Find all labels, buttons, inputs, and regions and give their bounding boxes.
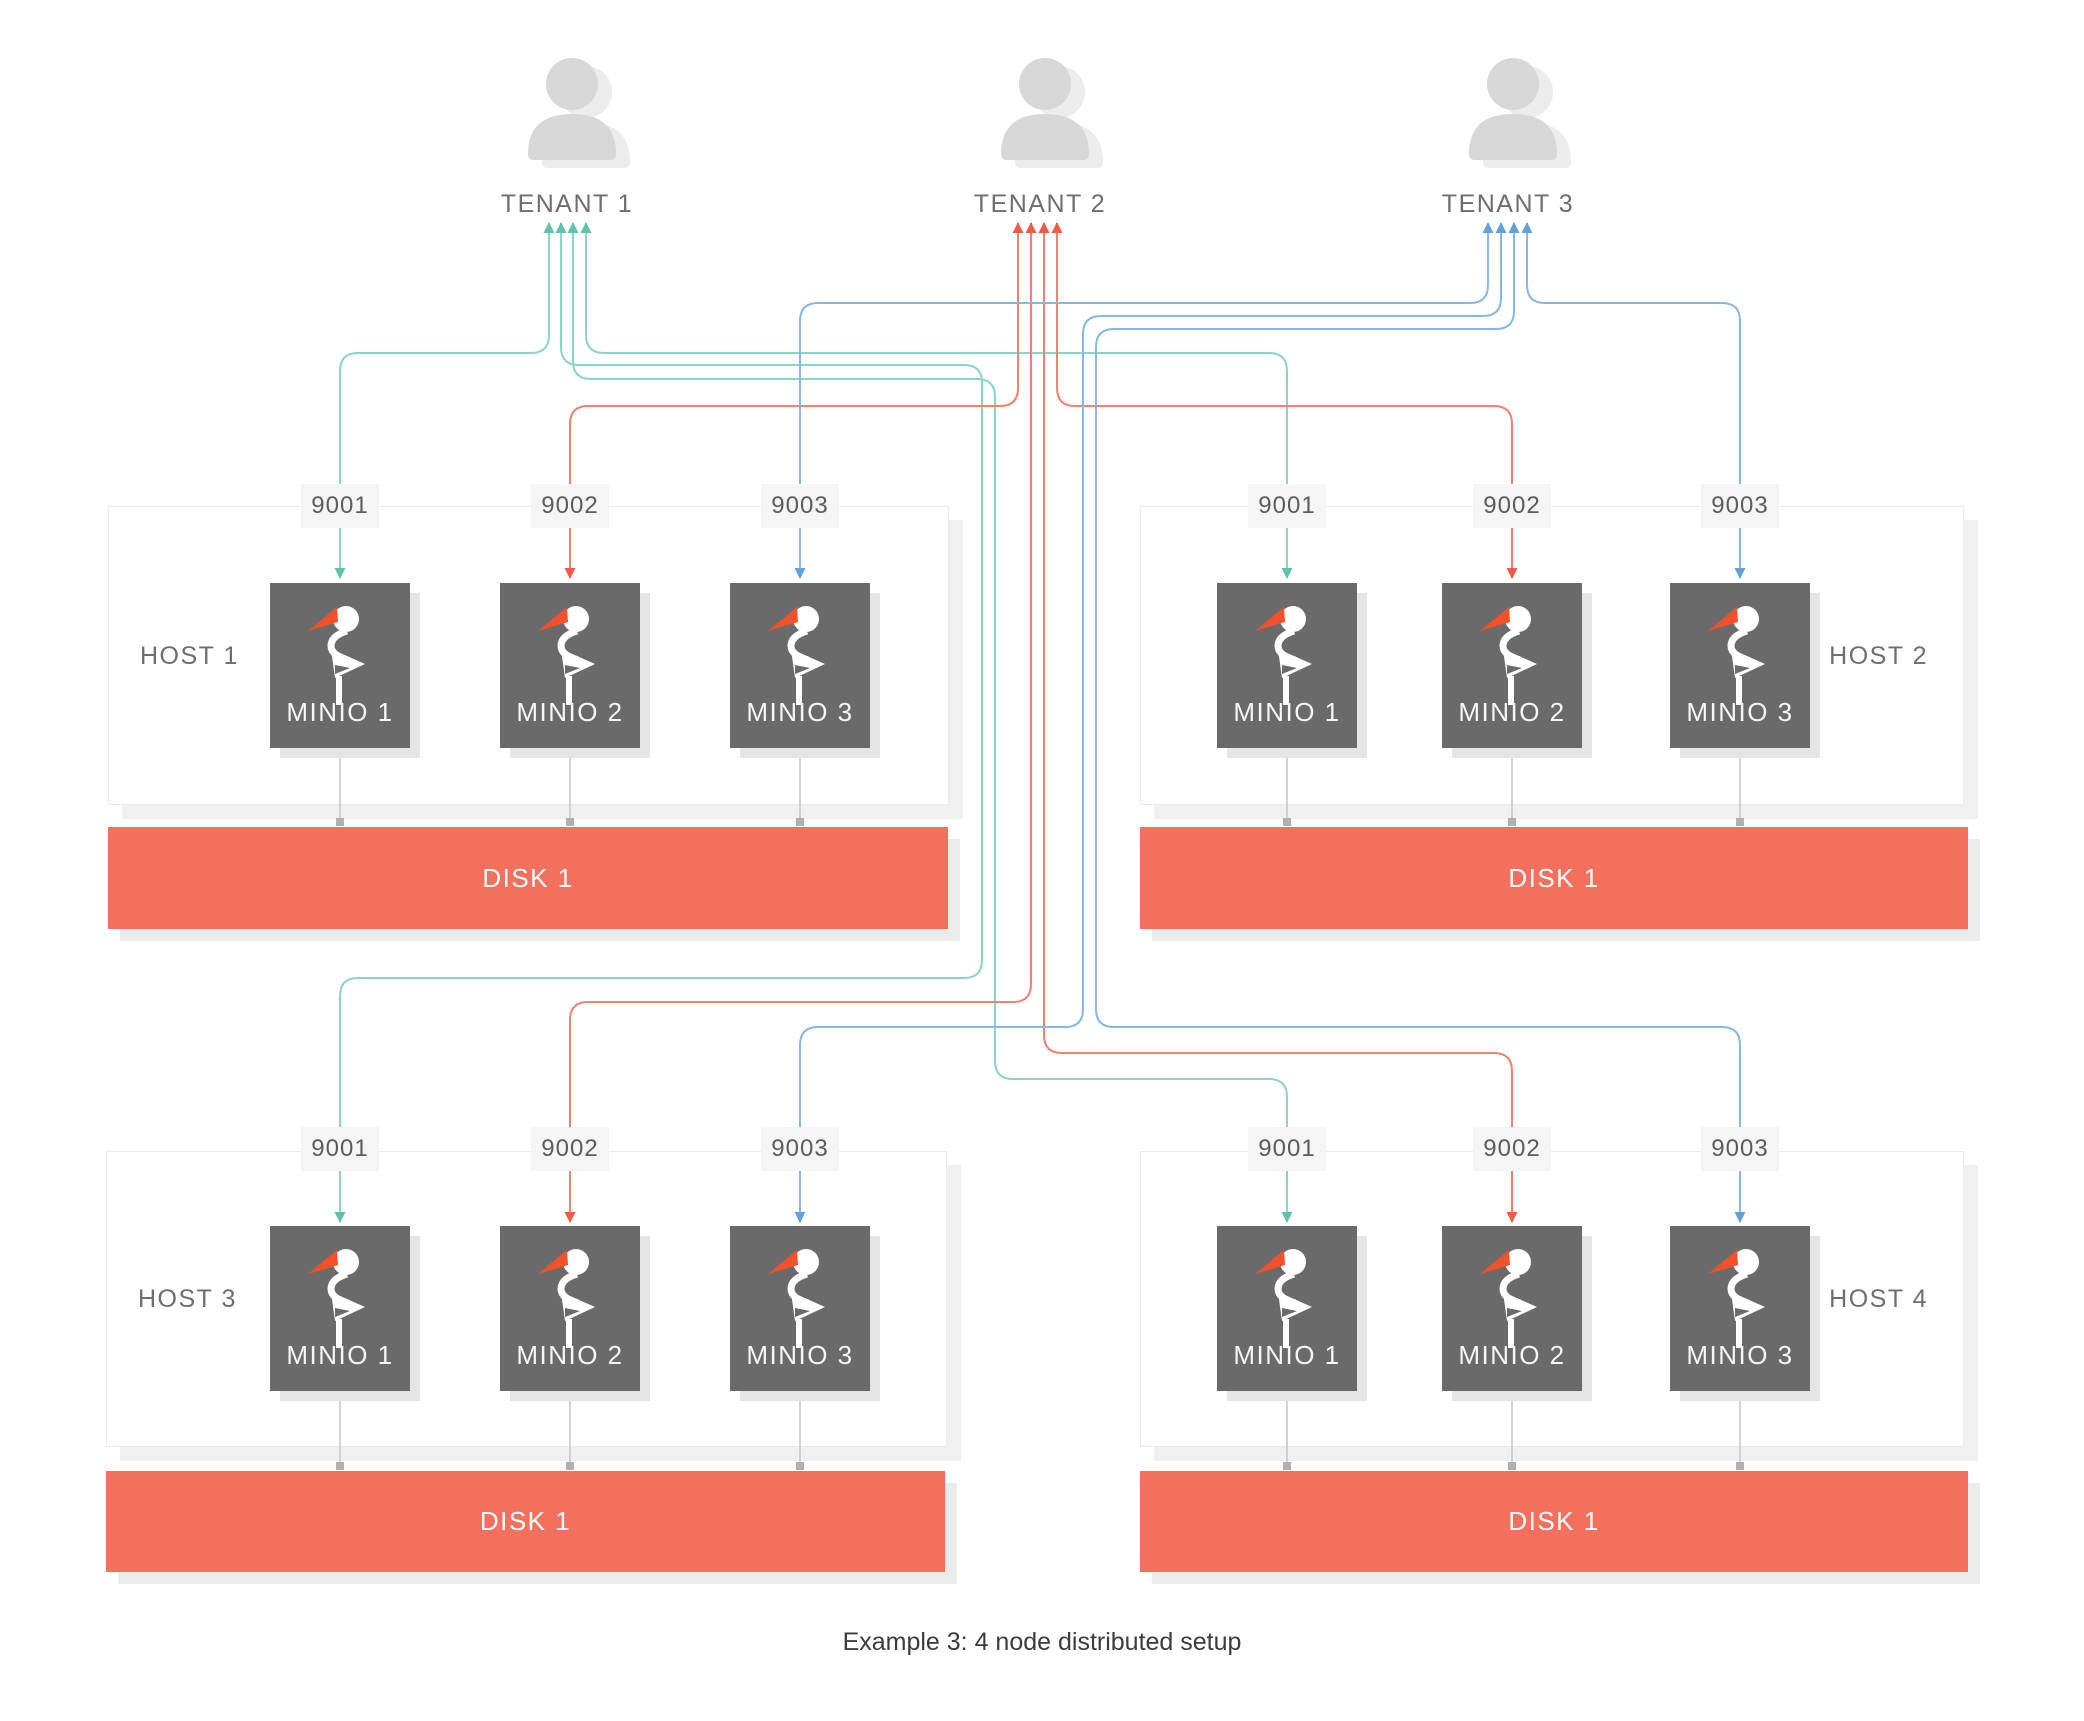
- disk-label: DISK 1: [1508, 1506, 1600, 1536]
- stork-icon: [1480, 606, 1537, 705]
- stork-icon: [308, 606, 365, 705]
- tenant-label: TENANT 2: [973, 190, 1107, 218]
- host-label: HOST 4: [1829, 1285, 1928, 1313]
- minio-node: MINIO 2: [1442, 1226, 1582, 1391]
- minio-label: MINIO 2: [516, 1340, 624, 1370]
- minio-node: MINIO 1: [1217, 1226, 1357, 1391]
- minio-label: MINIO 1: [1233, 697, 1341, 727]
- stork-icon: [1708, 606, 1765, 705]
- port-chip: 9003: [1701, 1127, 1779, 1171]
- disk-label: DISK 1: [1508, 862, 1600, 893]
- person-icon: [985, 50, 1109, 177]
- minio-node: MINIO 3: [1670, 1226, 1810, 1391]
- minio-label: MINIO 2: [1458, 697, 1566, 727]
- disk-label: DISK 1: [479, 1506, 572, 1536]
- stork-icon: [1480, 1249, 1537, 1348]
- tenant-label: TENANT 1: [500, 190, 634, 218]
- person-icon: [512, 50, 636, 177]
- stork-icon: [768, 606, 825, 705]
- port-chip: 9001: [1248, 1127, 1326, 1171]
- minio-label: MINIO 3: [1686, 1340, 1794, 1370]
- disk-bar: DISK 1: [1140, 1471, 1968, 1572]
- stork-icon: [1708, 1249, 1765, 1348]
- minio-node: MINIO 2: [500, 1226, 640, 1391]
- stork-icon: [538, 606, 595, 705]
- disk-label: DISK 1: [482, 862, 574, 893]
- minio-label: MINIO 2: [516, 697, 624, 727]
- minio-node: MINIO 1: [1217, 583, 1357, 748]
- port-chip: 9002: [531, 484, 609, 528]
- stork-icon: [308, 1249, 365, 1348]
- disk-bar: DISK 1: [1140, 827, 1968, 929]
- host-label: HOST 2: [1829, 641, 1928, 670]
- minio-node: MINIO 2: [500, 583, 640, 748]
- port-chip: 9001: [1248, 484, 1326, 528]
- port-chip: 9003: [761, 484, 839, 528]
- minio-label: MINIO 1: [286, 697, 394, 727]
- minio-label: MINIO 3: [1686, 697, 1794, 727]
- minio-node: MINIO 2: [1442, 583, 1582, 748]
- minio-node: MINIO 3: [730, 1226, 870, 1391]
- port-chip: 9002: [531, 1127, 609, 1171]
- port-chip: 9002: [1473, 1127, 1551, 1171]
- port-chip: 9001: [301, 484, 379, 528]
- disk-bar: DISK 1: [106, 1471, 945, 1572]
- host-label: HOST 1: [140, 641, 239, 670]
- port-chip: 9002: [1473, 484, 1551, 528]
- person-icon: [1453, 50, 1577, 177]
- minio-node: MINIO 1: [270, 1226, 410, 1391]
- tenant-label: TENANT 3: [1441, 190, 1575, 218]
- minio-node: MINIO 3: [1670, 583, 1810, 748]
- minio-label: MINIO 2: [1458, 1340, 1566, 1370]
- port-chip: 9003: [761, 1127, 839, 1171]
- stork-icon: [1255, 1249, 1312, 1348]
- caption: Example 3: 4 node distributed setup: [842, 1628, 1242, 1656]
- minio-label: MINIO 3: [746, 1340, 854, 1370]
- port-chip: 9001: [301, 1127, 379, 1171]
- disk-bar: DISK 1: [108, 827, 948, 929]
- stork-icon: [768, 1249, 825, 1348]
- minio-label: MINIO 1: [1233, 1340, 1341, 1370]
- host-label: HOST 3: [138, 1285, 237, 1313]
- minio-node: MINIO 3: [730, 583, 870, 748]
- minio-label: MINIO 3: [746, 697, 854, 727]
- stork-icon: [1255, 606, 1312, 705]
- port-chip: 9003: [1701, 484, 1779, 528]
- stork-icon: [538, 1249, 595, 1348]
- minio-node: MINIO 1: [270, 583, 410, 748]
- minio-label: MINIO 1: [286, 1340, 394, 1370]
